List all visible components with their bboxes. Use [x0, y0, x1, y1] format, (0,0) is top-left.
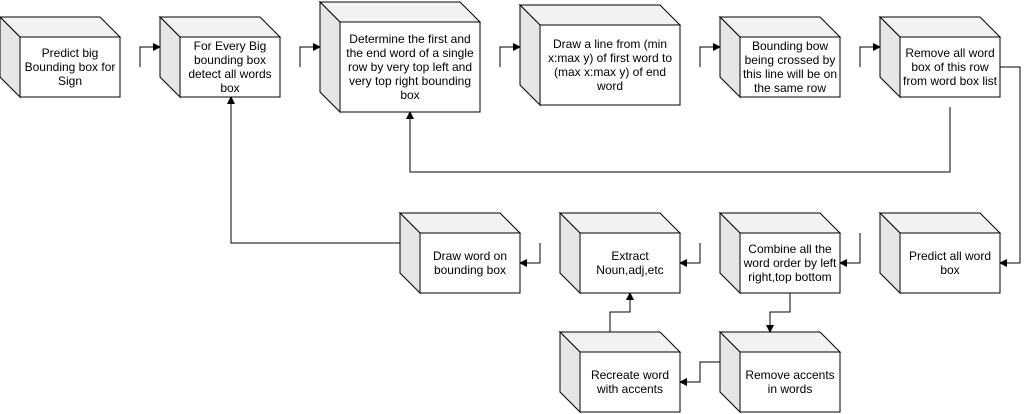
- node-label-line: Bounding box for: [25, 60, 116, 74]
- node-label-line: box: [220, 81, 239, 95]
- cube-front-face: [739, 351, 841, 413]
- node-label-line: word: [596, 79, 623, 93]
- edge-predict-bbox-to-detect-words: [139, 43, 161, 67]
- edge-draw-line-to-same-row: [699, 43, 721, 67]
- cube-front-face: [339, 21, 481, 113]
- node-label-line: very top right bounding: [349, 74, 471, 88]
- edge-detect-words-to-first-end-word: [299, 43, 321, 67]
- cube-top-face: [718, 212, 842, 234]
- node-label-line: box of this row: [911, 60, 989, 74]
- cube-top-face: [878, 212, 1002, 234]
- node-label-line: Remove all word: [905, 46, 994, 60]
- edge-combine-to-extract: [679, 243, 701, 267]
- edge-first-end-word-to-draw-line: [499, 43, 521, 67]
- cube-top-face: [158, 16, 282, 38]
- node-label-line: box: [940, 263, 959, 277]
- node-label-line: bounding box: [194, 53, 266, 67]
- node-label-line: right,top bottom: [748, 270, 831, 284]
- node-label-line: Predict big: [42, 46, 99, 60]
- cube-front-face: [899, 232, 1001, 294]
- node-label-line: Draw word on: [433, 249, 507, 263]
- cube-front-face: [899, 36, 1001, 98]
- node-label-line: (max x:max y) of end: [554, 65, 666, 79]
- cube-top-face: [518, 4, 682, 26]
- cube-front-face: [19, 36, 121, 98]
- cube-top-face: [398, 212, 522, 234]
- node-label-line: Noun,adj,etc: [596, 263, 663, 277]
- cube-front-face: [579, 232, 681, 294]
- node-label-line: from word box list: [903, 74, 998, 88]
- node-label-line: Remove accents: [745, 368, 834, 382]
- cube-side-face: [319, 0, 341, 114]
- edge-same-row-to-remove-row: [859, 43, 881, 67]
- edge-extract-to-draw-word: [519, 243, 541, 267]
- node-label-line: Extract: [611, 249, 649, 263]
- edge-remove-accents-to-recreate: [679, 361, 720, 386]
- node-label-line: the end word of a single: [346, 46, 474, 60]
- cube-top-face: [558, 331, 682, 353]
- node-label-line: Predict all word: [909, 249, 991, 263]
- node-label-line: Combine all the: [748, 242, 832, 256]
- cube-top-face: [718, 331, 842, 353]
- cube-front-face: [179, 36, 281, 98]
- edge-remove-row-to-first-end-word: [406, 107, 951, 173]
- node-label-line: this line will be on: [743, 67, 837, 81]
- cube-top-face: [558, 212, 682, 234]
- cube-front-face: [739, 232, 841, 294]
- node-label-line: with accents: [596, 382, 663, 396]
- cube-top-face: [318, 1, 482, 23]
- cube-front-face: [419, 232, 521, 294]
- cube-top-face: [878, 16, 1002, 38]
- edge-remove-row-to-predict-all: [999, 66, 1021, 267]
- cube-front-face: [539, 24, 681, 106]
- node-label-line: Recreate word: [591, 368, 669, 382]
- node-label-line: word order by left: [743, 256, 837, 270]
- node-label-line: the same row: [754, 81, 826, 95]
- node-label-line: Draw a line from (min: [553, 37, 667, 51]
- cube-front-face: [579, 351, 681, 413]
- cube-top-face: [0, 16, 122, 38]
- edge-combine-to-remove-accents: [766, 293, 791, 333]
- node-label-line: x:max y) of first word to: [548, 51, 672, 65]
- node-label-line: Bounding bow: [752, 39, 828, 53]
- node-label-line: bounding box: [434, 263, 506, 277]
- node-label-line: Sign: [58, 74, 82, 88]
- node-label-line: Determine the first and: [349, 32, 470, 46]
- edge-recreate-to-extract: [609, 292, 634, 332]
- edge-predict-all-to-combine: [839, 233, 861, 267]
- node-label-line: For Every Big: [194, 39, 267, 53]
- edges: [139, 43, 1021, 386]
- cube-front-face: [739, 36, 841, 98]
- node-label-line: being crossed by: [745, 53, 836, 67]
- node-label-line: row by very top left and: [348, 60, 472, 74]
- cube-top-face: [718, 16, 842, 38]
- node-label-line: detect all words: [188, 67, 271, 81]
- node-label-line: in words: [768, 382, 813, 396]
- node-label-line: box: [400, 88, 419, 102]
- edge-draw-word-to-detect-words: [227, 96, 400, 244]
